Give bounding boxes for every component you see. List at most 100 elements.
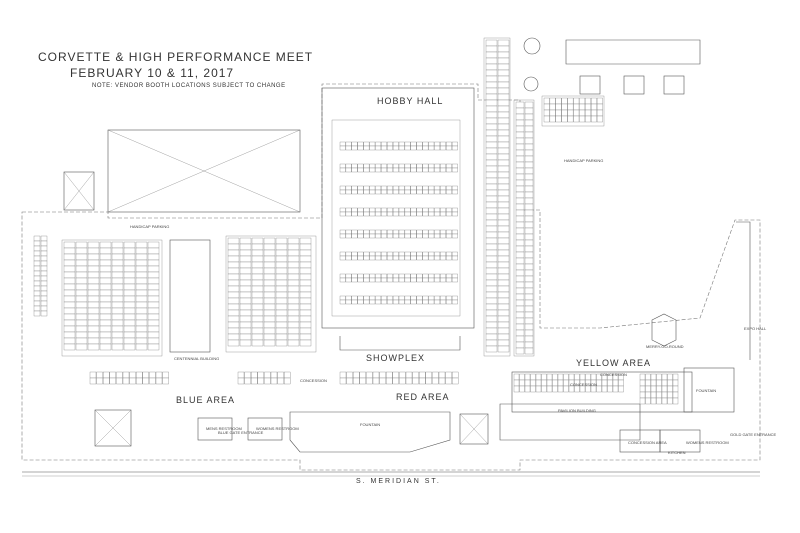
booth (410, 163, 417, 169)
booth (434, 299, 441, 305)
booth (239, 297, 252, 305)
booth (147, 265, 160, 273)
booth (434, 251, 441, 257)
booth (75, 307, 88, 315)
booth (497, 261, 510, 269)
booth (410, 167, 417, 173)
booth (434, 273, 441, 279)
booth (567, 97, 574, 105)
merry-go-round (651, 313, 677, 347)
booth (485, 39, 498, 47)
booth (369, 141, 376, 147)
booth (135, 307, 148, 315)
booth (422, 273, 429, 279)
booth (351, 189, 358, 195)
booth (339, 141, 346, 147)
booth (515, 323, 525, 331)
booth (515, 101, 525, 109)
booth (485, 273, 498, 281)
booth (410, 189, 417, 195)
booth (339, 273, 346, 279)
booth (251, 371, 258, 379)
booth (147, 277, 160, 285)
booth (404, 295, 411, 301)
booth (387, 167, 393, 173)
booth (515, 335, 525, 343)
booth (345, 211, 352, 217)
booth (515, 107, 525, 115)
booth (155, 371, 163, 379)
booth (607, 385, 613, 393)
booth (497, 333, 510, 341)
booth (563, 373, 569, 381)
booth (287, 243, 300, 251)
booth (111, 265, 124, 273)
booth (398, 273, 405, 279)
booth (33, 245, 41, 252)
booth (287, 279, 300, 287)
booth (375, 295, 382, 301)
booth (40, 260, 48, 267)
booth (363, 167, 370, 173)
booth (263, 303, 276, 311)
booth (251, 333, 264, 341)
booth (497, 69, 510, 77)
booth (591, 109, 597, 117)
booth (618, 385, 624, 393)
booth (227, 261, 240, 269)
booth (287, 297, 300, 305)
booth (428, 141, 435, 147)
booth (485, 117, 498, 125)
booth (75, 313, 88, 321)
booth (432, 371, 439, 379)
booth (351, 145, 358, 151)
booth (650, 379, 657, 387)
booth (375, 255, 382, 261)
booth (123, 271, 136, 279)
booth (357, 229, 364, 235)
booth (263, 315, 276, 323)
booth (497, 237, 510, 245)
booth (363, 255, 370, 261)
booth (387, 299, 393, 305)
booth (270, 377, 278, 385)
booth (299, 309, 312, 317)
booth (524, 197, 534, 205)
booth (239, 309, 252, 317)
booth (452, 371, 459, 379)
booth (497, 207, 510, 215)
booth (239, 261, 252, 269)
booth (275, 255, 288, 263)
booth (299, 291, 312, 299)
booth (345, 251, 352, 257)
booth (440, 207, 446, 213)
booth (410, 141, 417, 147)
booth (155, 377, 163, 385)
booth (99, 241, 112, 249)
booth (519, 379, 525, 387)
booth (485, 291, 498, 299)
booth (422, 163, 429, 169)
booth (515, 179, 525, 187)
booth (381, 167, 387, 173)
booth (515, 341, 525, 349)
booth (103, 377, 110, 385)
booth (87, 325, 100, 333)
booth (485, 201, 498, 209)
booth (515, 167, 525, 175)
booth (485, 147, 498, 155)
booth (515, 269, 525, 277)
booth (345, 207, 352, 213)
booth (369, 145, 376, 151)
booth (147, 313, 160, 321)
booth (596, 379, 602, 387)
booth (99, 271, 112, 279)
booth (33, 275, 41, 282)
booth (398, 299, 405, 305)
booth (392, 377, 399, 385)
booth (404, 277, 411, 283)
booth (63, 271, 76, 279)
yellow-area-label: YELLOW AREA (576, 358, 652, 368)
booth (123, 307, 136, 315)
booth (404, 229, 411, 235)
